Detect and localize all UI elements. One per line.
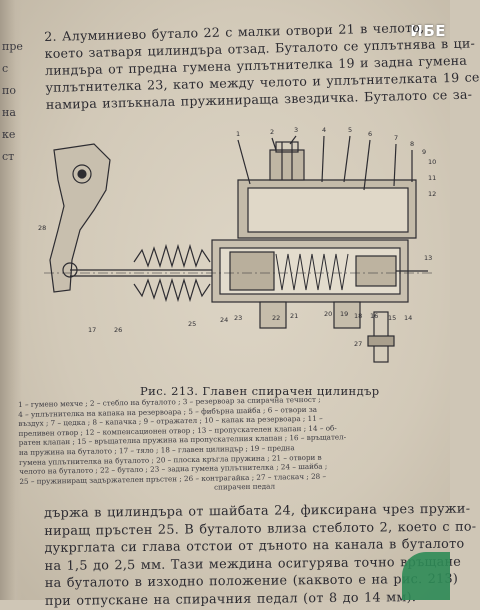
part-number: 12 bbox=[428, 190, 436, 198]
part-number-labels: 1 2 3 4 5 6 7 8 9 10 11 12 13 14 15 16 1… bbox=[38, 126, 436, 348]
part-number: 9 bbox=[422, 148, 426, 156]
part-number: 6 bbox=[368, 130, 372, 138]
part-number: 10 bbox=[428, 158, 436, 166]
part-number: 8 bbox=[410, 140, 414, 148]
part-number: 20 bbox=[324, 310, 332, 318]
part-number: 23 bbox=[234, 314, 242, 322]
figure-legend: 1 – гумено меxче ; 2 – стебло на буталот… bbox=[18, 393, 440, 496]
page-gutter bbox=[0, 0, 22, 600]
margin-fragment: ке bbox=[2, 128, 16, 141]
part-number: 11 bbox=[428, 174, 436, 182]
part-number: 21 bbox=[290, 312, 298, 320]
part-number: 28 bbox=[38, 224, 46, 232]
left-margin-column: пре с по на ке ст bbox=[2, 36, 23, 168]
part-number: 13 bbox=[424, 254, 432, 262]
brake-cylinder-drawing: 1 2 3 4 5 6 7 8 9 10 11 12 13 14 15 16 1… bbox=[38, 126, 436, 363]
margin-fragment: по bbox=[2, 84, 16, 97]
part-number: 7 bbox=[394, 134, 398, 142]
text-line: при отпускане на спирачния педал (от 8 д… bbox=[44, 589, 417, 609]
part-number: 1 bbox=[236, 130, 240, 138]
part-number: 3 bbox=[294, 126, 298, 134]
drawing-linework bbox=[44, 135, 434, 363]
part-number: 5 bbox=[348, 126, 352, 134]
part-number: 4 bbox=[322, 126, 326, 134]
part-number: 18 bbox=[354, 312, 362, 320]
bottom-paragraph: държа в цилиндъра от шайбата 24, фиксира… bbox=[44, 501, 476, 610]
margin-fragment: с bbox=[2, 62, 9, 75]
part-number: 16 bbox=[370, 312, 378, 320]
corner-badge[interactable] bbox=[402, 552, 450, 600]
part-number: 2 bbox=[270, 128, 274, 136]
figure-caption: Рис. 213. Главен спирачен цилиндър bbox=[140, 384, 380, 398]
part-number: 26 bbox=[114, 326, 122, 334]
part-number: 15 bbox=[388, 314, 396, 322]
part-number: 22 bbox=[272, 314, 280, 322]
part-number: 17 bbox=[88, 326, 96, 334]
part-number: 19 bbox=[340, 310, 348, 318]
part-number: 14 bbox=[404, 314, 412, 322]
margin-fragment: ст bbox=[2, 150, 15, 163]
site-watermark: ИБЕ bbox=[410, 22, 446, 40]
margin-fragment: пре bbox=[2, 40, 23, 53]
top-paragraph: 2. Алуминиево бутало 22 с малки отвори 2… bbox=[44, 18, 480, 113]
part-number: 25 bbox=[188, 320, 196, 328]
margin-fragment: на bbox=[2, 106, 16, 119]
part-number: 27 bbox=[354, 340, 362, 348]
part-number: 24 bbox=[220, 316, 228, 324]
